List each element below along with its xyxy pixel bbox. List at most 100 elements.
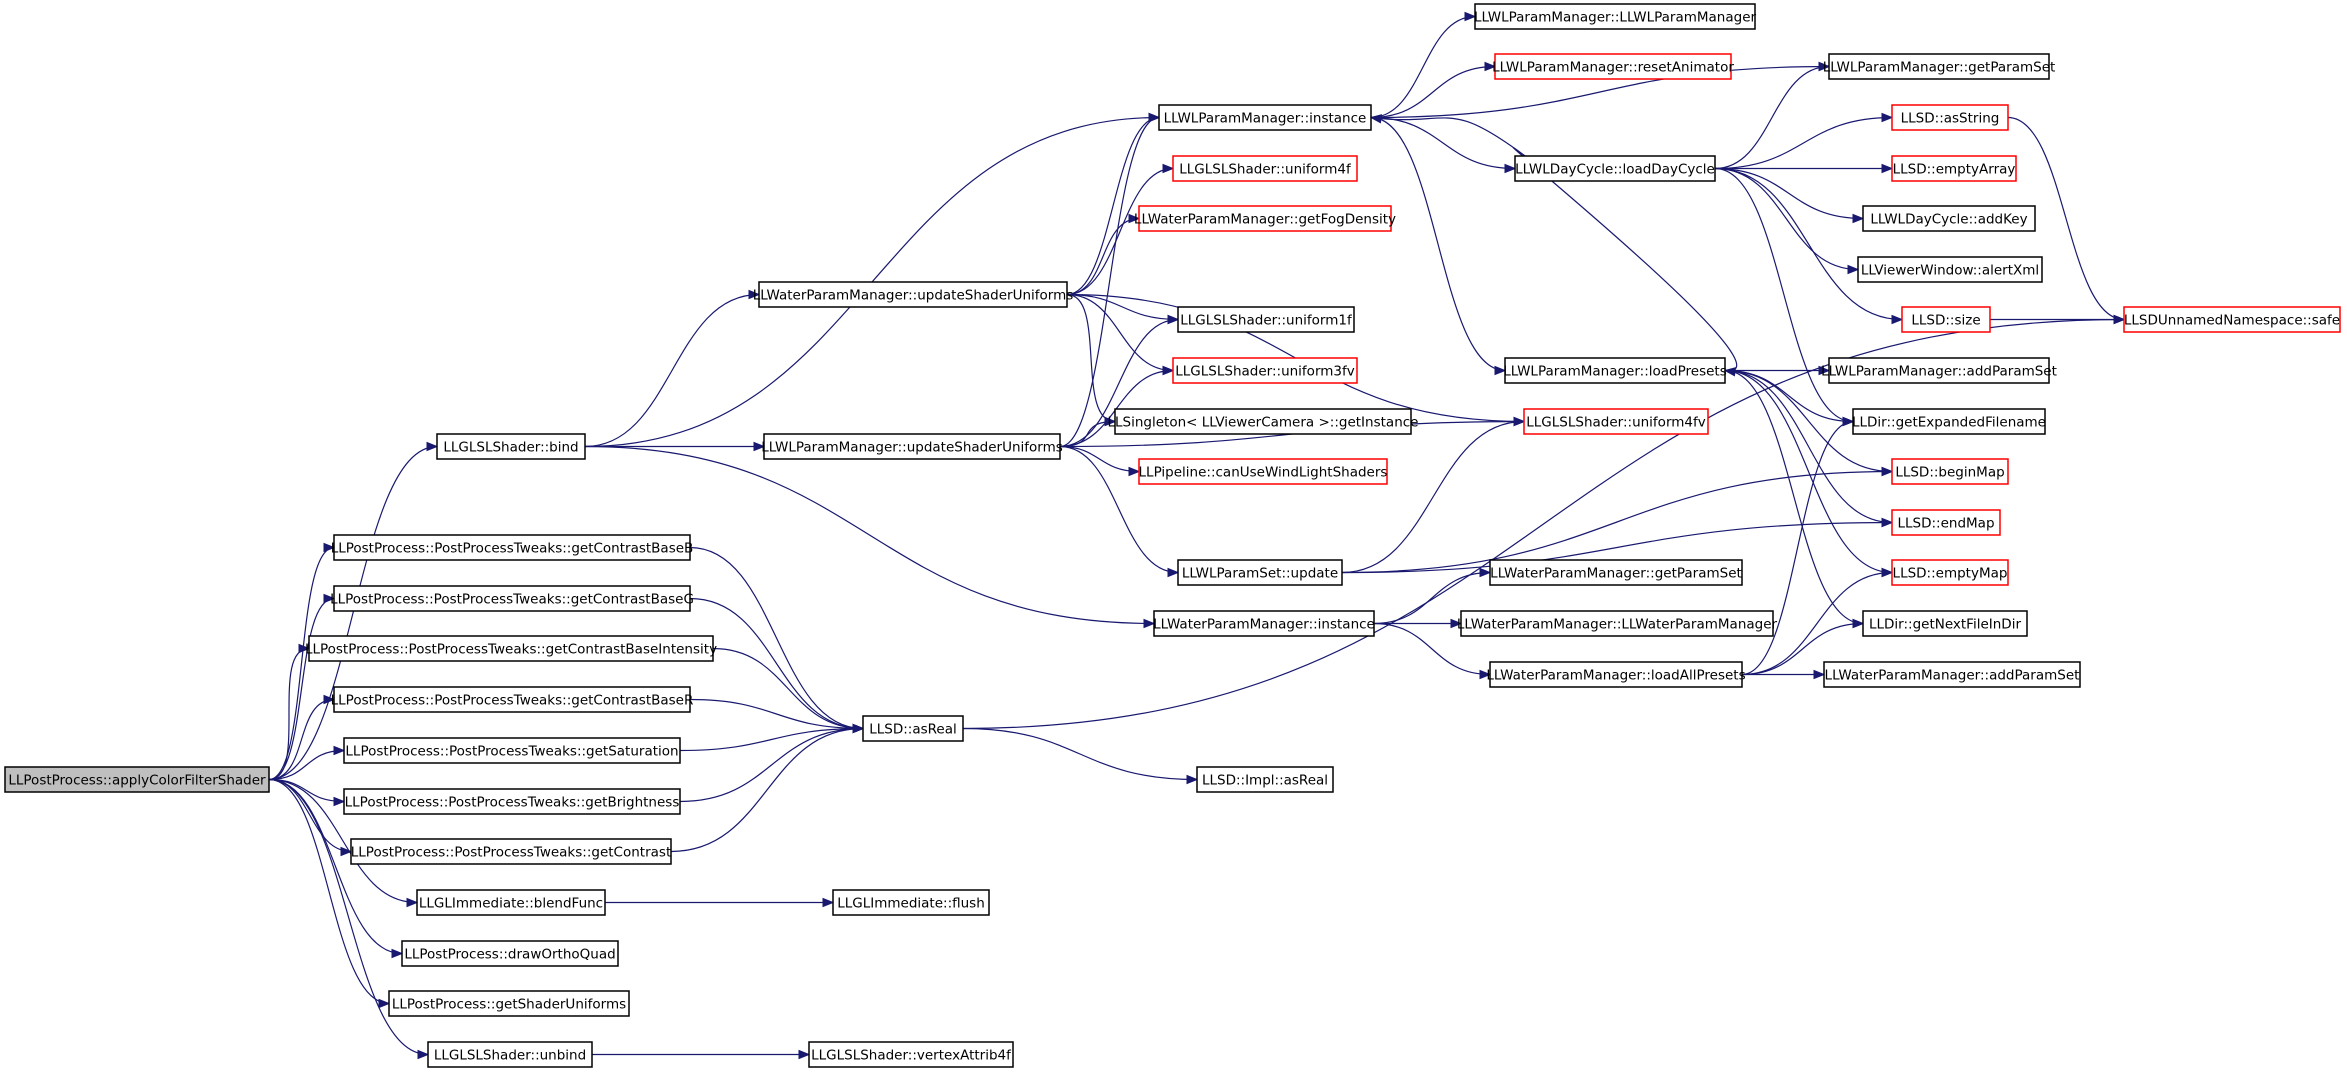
node-box xyxy=(4,766,270,793)
node-llwldaycycle-addkey[interactable]: LLWLDayCycle::addKey xyxy=(1862,205,2036,232)
node-llpostprocess-postprocesstweaks-getsaturation[interactable]: LLPostProcess::PostProcessTweaks::getSat… xyxy=(343,737,681,764)
edge-arrowhead xyxy=(1513,416,1526,427)
node-llwaterparammanager-updateshaderuniforms[interactable]: LLWaterParamManager::updateShaderUniform… xyxy=(753,281,1074,308)
node-llwaterparammanager-loadallpresets[interactable]: LLWaterParamManager::loadAllPresets xyxy=(1486,661,1746,688)
node-llglslshader-uniform3fv[interactable]: LLGLSLShader::uniform3fv xyxy=(1172,357,1358,384)
edge-arrowhead xyxy=(1494,365,1507,376)
node-llwlparamset-update[interactable]: LLWLParamSet::update xyxy=(1177,559,1343,586)
edge-llwaterparammanager-loadallpresets-to-lldir-getnextfileindir xyxy=(1741,618,1865,676)
edge-arrowhead xyxy=(406,897,419,908)
node-label: LLWaterParamManager::getParamSet xyxy=(1490,566,1742,582)
node-label: LLGLImmediate::flush xyxy=(837,896,985,912)
node-llwaterparammanager-llwaterparammanager[interactable]: LLWaterParamManager::LLWaterParamManager xyxy=(1457,610,1778,637)
node-llglslshader-unbind[interactable]: LLGLSLShader::unbind xyxy=(427,1041,593,1068)
node-label: LLWaterParamManager::getFogDensity xyxy=(1134,212,1396,228)
node-label: LLPostProcess::PostProcessTweaks::getCon… xyxy=(305,642,717,658)
node-lldir-getnextfileindir[interactable]: LLDir::getNextFileInDir xyxy=(1862,610,2028,637)
node-llwlparammanager-updateshaderuniforms[interactable]: LLWLParamManager::updateShaderUniforms xyxy=(761,433,1063,460)
node-llsd-endmap[interactable]: LLSD::endMap xyxy=(1891,509,2001,536)
node-box xyxy=(388,990,630,1017)
edge-line xyxy=(1066,167,1174,296)
node-llglslshader-uniform4fv[interactable]: LLGLSLShader::uniform4fv xyxy=(1523,408,1709,435)
node-llglimmediate-flush[interactable]: LLGLImmediate::flush xyxy=(832,889,990,916)
node-llsd-asreal[interactable]: LLSD::asReal xyxy=(862,715,964,742)
node-llglslshader-uniform1f[interactable]: LLGLSLShader::uniform1f xyxy=(1177,306,1355,333)
node-llpostprocess-postprocesstweaks-getcontrast[interactable]: LLPostProcess::PostProcessTweaks::getCon… xyxy=(350,838,672,865)
edge-line xyxy=(1066,217,1140,296)
edge-llpostprocess-applycolorfiltershader-to-llglimmediate-blendfunc xyxy=(268,778,419,908)
node-llpostprocess-postprocesstweaks-getcontrastbaseintensity[interactable]: LLPostProcess::PostProcessTweaks::getCon… xyxy=(305,635,717,662)
node-box xyxy=(1177,559,1343,586)
node-llsd-emptyarray[interactable]: LLSD::emptyArray xyxy=(1891,155,2017,182)
node-llwldaycycle-loaddaycycle[interactable]: LLWLDayCycle::loadDayCycle xyxy=(1514,155,1716,182)
edge-line xyxy=(1059,318,1179,448)
node-llwaterparammanager-instance[interactable]: LLWaterParamManager::instance xyxy=(1153,610,1375,637)
edge-line xyxy=(268,778,429,1056)
edge-arrowhead xyxy=(1813,669,1826,680)
node-box xyxy=(862,715,964,742)
edge-arrowhead xyxy=(426,441,439,452)
edge-line xyxy=(1512,147,1738,372)
node-llwaterparammanager-getparamset[interactable]: LLWaterParamManager::getParamSet xyxy=(1489,559,1743,586)
node-llglslshader-uniform4f[interactable]: LLGLSLShader::uniform4f xyxy=(1172,155,1358,182)
node-llwlparammanager-getparamset[interactable]: LLWLParamManager::getParamSet xyxy=(1823,53,2056,80)
node-llsdunnamednamespace-safe[interactable]: LLSDUnnamedNamespace::safe xyxy=(2123,306,2341,333)
edge-line xyxy=(1059,420,1116,448)
node-llviewerwindow-alertxml[interactable]: LLViewerWindow::alertXml xyxy=(1857,256,2043,283)
node-llglslshader-bind[interactable]: LLGLSLShader::bind xyxy=(436,433,586,460)
node-llglimmediate-blendfunc[interactable]: LLGLImmediate::blendFunc xyxy=(416,889,606,916)
node-llsd-size[interactable]: LLSD::size xyxy=(1901,306,1991,333)
edge-llwaterparammanager-loadallpresets-to-llsd-emptymap xyxy=(1741,567,1894,676)
edge-llwlparammanager-updateshaderuniforms-to-llpipeline-canusewindlightshaders xyxy=(1059,445,1141,477)
edge-line xyxy=(1714,167,1903,321)
node-box xyxy=(1172,357,1358,384)
node-lldir-getexpandedfilename[interactable]: LLDir::getExpandedFilename xyxy=(1852,408,2046,435)
edge-llwlparammanager-updateshaderuniforms-to-llwlparamset-update xyxy=(1059,445,1180,578)
node-llwlparammanager-loadpresets[interactable]: LLWLParamManager::loadPresets xyxy=(1503,357,1727,384)
node-llpostprocess-getshaderuniforms[interactable]: LLPostProcess::getShaderUniforms xyxy=(388,990,630,1017)
node-box xyxy=(1891,458,2009,485)
edge-arrowhead xyxy=(323,542,336,553)
node-llsd-asstring[interactable]: LLSD::asString xyxy=(1891,104,2009,131)
node-llwlparammanager-instance[interactable]: LLWLParamManager::instance xyxy=(1158,104,1372,131)
edge-line xyxy=(1714,116,1893,170)
node-llpipeline-canusewindlightshaders[interactable]: LLPipeline::canUseWindLightShaders xyxy=(1138,458,1388,485)
node-llpostprocess-applycolorfiltershader[interactable]: LLPostProcess::applyColorFilterShader xyxy=(4,766,270,793)
node-llwlparammanager-llwlparammanager[interactable]: LLWLParamManager::LLWLParamManager xyxy=(1474,3,1757,30)
edge-line xyxy=(1714,167,1854,423)
node-label: LLWaterParamManager::instance xyxy=(1153,617,1375,633)
node-llpostprocess-postprocesstweaks-getbrightness[interactable]: LLPostProcess::PostProcessTweaks::getBri… xyxy=(343,788,681,815)
node-label: LLPostProcess::drawOrthoQuad xyxy=(404,947,615,963)
node-box xyxy=(1862,610,2028,637)
node-llsd-beginmap[interactable]: LLSD::beginMap xyxy=(1891,458,2009,485)
node-llglslshader-vertexattrib4f[interactable]: LLGLSLShader::vertexAttrib4f xyxy=(808,1041,1014,1068)
edge-line xyxy=(2007,116,2125,321)
node-llpostprocess-postprocesstweaks-getcontrastbaseb[interactable]: LLPostProcess::PostProcessTweaks::getCon… xyxy=(331,534,694,561)
edge-line xyxy=(962,727,1198,781)
node-llwaterparammanager-addparamset[interactable]: LLWaterParamManager::addParamSet xyxy=(1823,661,2081,688)
node-llsd-impl-asreal[interactable]: LLSD::Impl::asReal xyxy=(1196,766,1334,793)
node-llwaterparammanager-getfogdensity[interactable]: LLWaterParamManager::getFogDensity xyxy=(1134,205,1396,232)
edge-line xyxy=(268,749,345,781)
edge-arrowhead xyxy=(2113,314,2126,325)
node-label: LLPostProcess::PostProcessTweaks::getCon… xyxy=(351,845,672,861)
node-llsd-emptymap[interactable]: LLSD::emptyMap xyxy=(1891,559,2009,586)
edge-llwlparammanager-updateshaderuniforms-to-llwlparammanager-instance xyxy=(1059,112,1161,448)
node-box xyxy=(333,534,691,561)
node-llwlparammanager-addparamset[interactable]: LLWLParamManager::addParamSet xyxy=(1821,357,2057,384)
node-box xyxy=(1514,155,1716,182)
edge-arrowhead xyxy=(852,723,865,734)
node-box xyxy=(333,686,691,713)
node-label: LLSD::emptyArray xyxy=(1893,162,2016,178)
edge-llwlparammanager-loadpresets-to-llwlparammanager-addparamset xyxy=(1725,365,1831,376)
node-llsingleton-llviewercamera-getinstance[interactable]: LLSingleton< LLViewerCamera >::getInstan… xyxy=(1108,408,1419,435)
edge-arrowhead xyxy=(1842,416,1855,427)
edge-llwaterparammanager-updateshaderuniforms-to-llglslshader-uniform4f xyxy=(1066,163,1175,296)
node-box xyxy=(1474,3,1756,30)
edge-line xyxy=(1724,369,1864,625)
node-llpostprocess-postprocesstweaks-getcontrastbaseg[interactable]: LLPostProcess::PostProcessTweaks::getCon… xyxy=(330,585,694,612)
node-llpostprocess-postprocesstweaks-getcontrastbaser[interactable]: LLPostProcess::PostProcessTweaks::getCon… xyxy=(331,686,694,713)
node-llpostprocess-draworthoquad[interactable]: LLPostProcess::drawOrthoQuad xyxy=(401,940,619,967)
edge-llwlparamset-update-to-llsd-beginmap xyxy=(1341,466,1894,574)
node-llwlparammanager-resetanimator[interactable]: LLWLParamManager::resetAnimator xyxy=(1492,53,1734,80)
